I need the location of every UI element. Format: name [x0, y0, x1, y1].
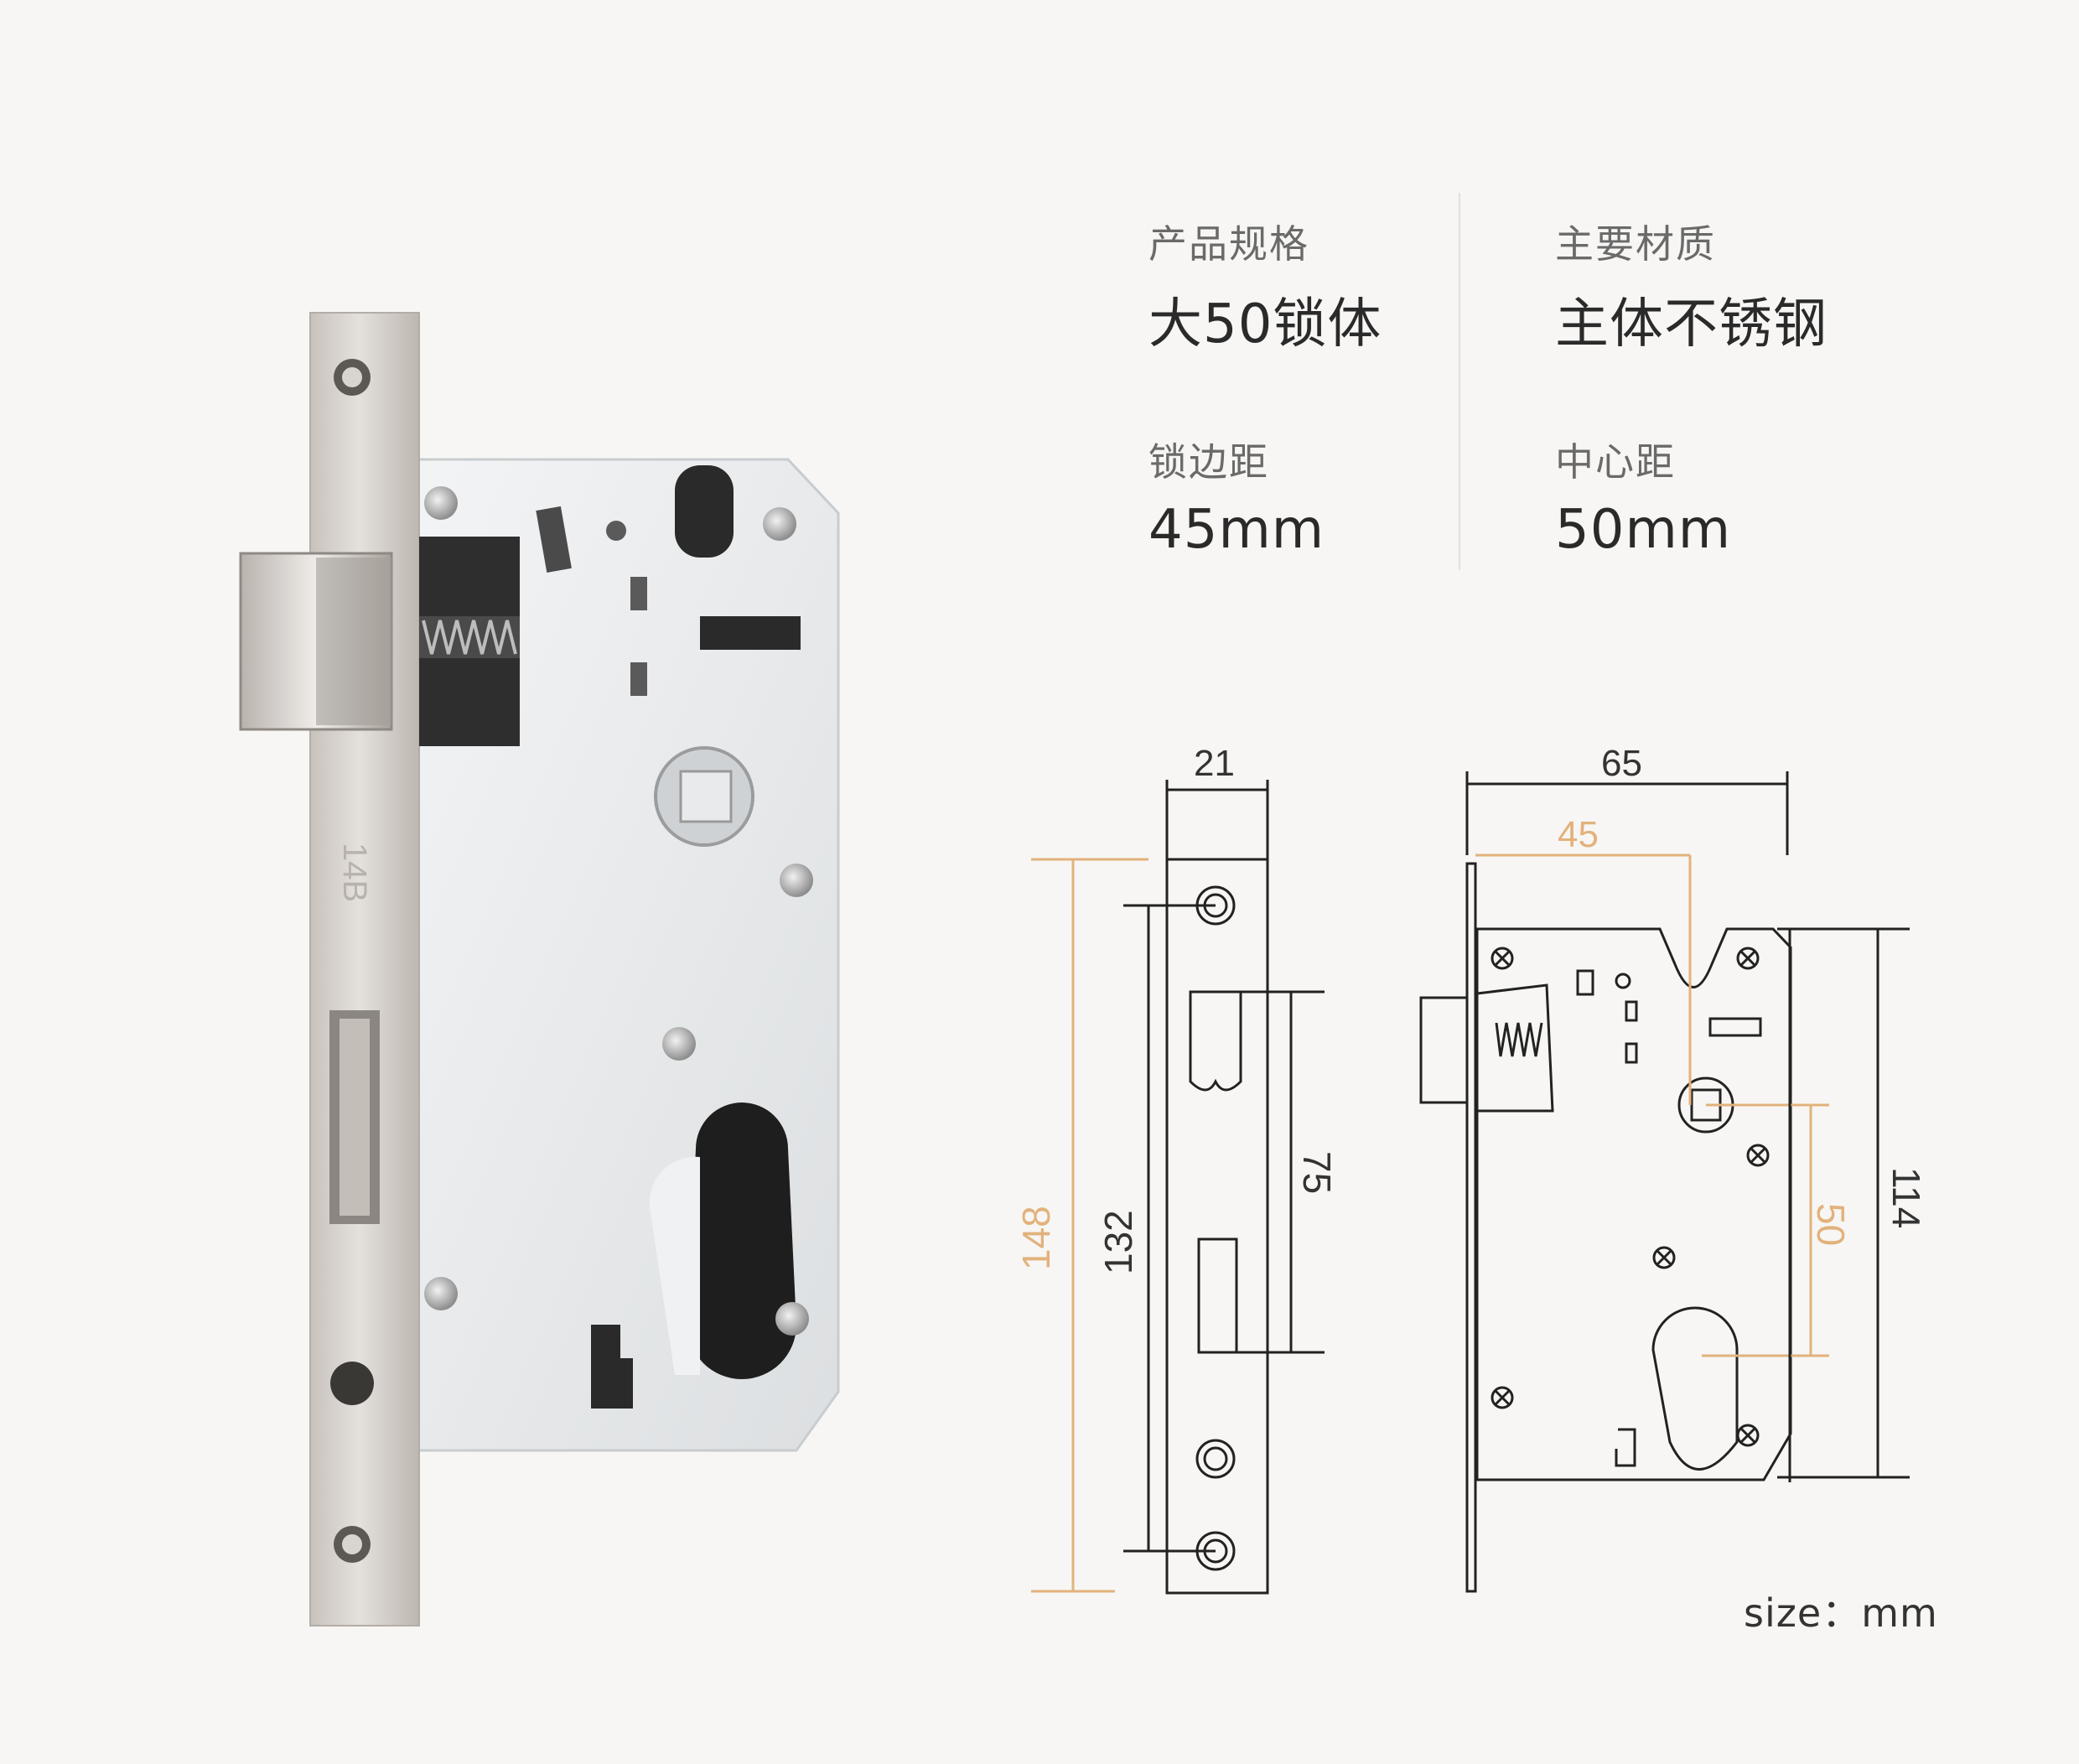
- cylinder-cutout: [687, 1102, 796, 1379]
- spec-divider: [1459, 193, 1460, 570]
- screw-icon: [662, 1027, 696, 1061]
- faceplate: [309, 312, 420, 1627]
- dim-body-height: 114: [1885, 1167, 1928, 1228]
- screw-icon: [763, 507, 796, 541]
- backset-label: 锁边距: [1148, 439, 1269, 485]
- screw-icon: [1736, 1424, 1760, 1447]
- screw-icon: [424, 1277, 458, 1310]
- dim-screw-spacing: 132: [1097, 1210, 1140, 1274]
- front-view-case: [1475, 927, 1792, 1481]
- dim-faceplate-width: 21: [1194, 743, 1235, 784]
- hook-cutout: [591, 1325, 633, 1409]
- spec-value: 大50锁体: [1148, 293, 1382, 355]
- center-value: 50mm: [1555, 499, 1732, 561]
- backset-value: 45mm: [1148, 499, 1325, 561]
- front-view-cylinder: [1651, 1306, 1739, 1471]
- front-view-latch: [1419, 996, 1469, 1104]
- center-label: 中心距: [1555, 439, 1676, 485]
- screw-icon: [1491, 1386, 1514, 1409]
- screw-icon: [775, 1302, 809, 1336]
- faceplate-stamp: 14B: [336, 843, 373, 902]
- screw-icon: [424, 486, 458, 520]
- screw-icon: [1491, 947, 1514, 970]
- material-value: 主体不锈钢: [1555, 293, 1828, 355]
- screw-icon: [780, 864, 813, 897]
- top-notch: [675, 465, 734, 558]
- dim-faceplate-length: 148: [1014, 1206, 1058, 1270]
- dim-center-distance: 50: [1809, 1203, 1853, 1246]
- screw-icon: [1736, 947, 1760, 970]
- side-view-faceplate: [1165, 858, 1269, 1595]
- size-unit-note: size：mm: [1744, 1590, 1938, 1636]
- side-view-bolt: [1197, 1237, 1238, 1354]
- dim-latch-to-bolt: 75: [1295, 1151, 1339, 1194]
- cam-slot: [700, 616, 801, 650]
- latch-spring: [419, 616, 520, 658]
- faceplate-hole-mid: [330, 1362, 374, 1405]
- material-label: 主要材质: [1555, 221, 1716, 267]
- dim-body-width: 65: [1601, 743, 1642, 784]
- screw-icon: [1746, 1144, 1770, 1167]
- screw-icon: [1652, 1246, 1676, 1269]
- dim-backset: 45: [1558, 814, 1599, 855]
- side-view-latch: [1189, 990, 1242, 1092]
- front-view-faceplate: [1465, 862, 1477, 1593]
- spec-label: 产品规格: [1148, 221, 1309, 267]
